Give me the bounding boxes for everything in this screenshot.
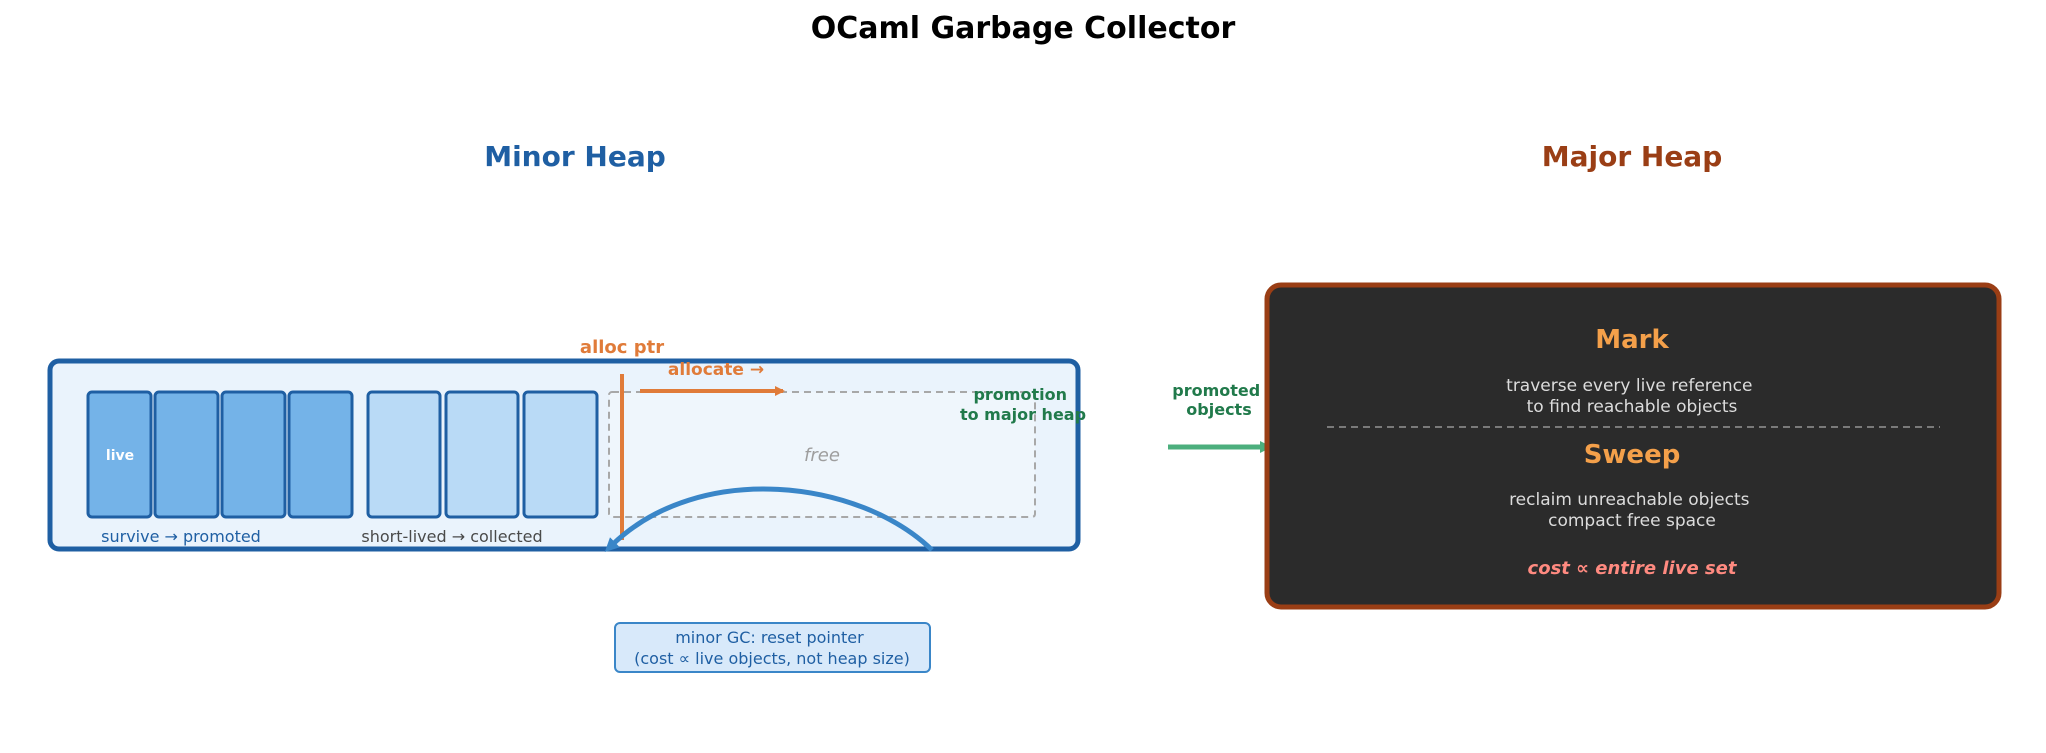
minor-heap-heading: Minor Heap	[484, 140, 666, 173]
sweep-description-line: reclaim unreachable objects	[1509, 490, 1750, 510]
page-title: OCaml Garbage Collector	[811, 11, 1236, 46]
gc-reset-arc	[604, 486, 934, 552]
promotion-label: promotion to major heap	[960, 385, 1086, 424]
minor-gc-note-line: minor GC: reset pointer	[675, 628, 864, 647]
short-lived-label: short-lived → collected	[361, 527, 542, 546]
minor-gc-note-box	[614, 622, 931, 673]
short-lived-blocks	[366, 390, 599, 519]
sweep-description: reclaim unreachable objects compact free…	[1509, 490, 1755, 531]
live-block	[153, 390, 220, 519]
live-label: live	[106, 448, 134, 464]
mark-description-line: traverse every live reference	[1506, 376, 1752, 396]
mark-title: Mark	[1595, 325, 1669, 355]
sweep-description-line: compact free space	[1548, 511, 1716, 531]
free-region	[608, 391, 1036, 518]
live-block	[86, 390, 153, 519]
allocate-label: allocate →	[668, 360, 764, 380]
live-block	[220, 390, 287, 519]
short-lived-block	[444, 390, 520, 519]
promotion-label-line: promotion	[973, 385, 1067, 404]
promotion-label-line: to major heap	[960, 405, 1086, 424]
major-heap-box	[1264, 282, 2002, 610]
free-label: free	[804, 445, 840, 466]
promoted-objects-label: promoted objects	[1172, 381, 1266, 419]
mark-description: traverse every live reference to find re…	[1506, 376, 1758, 417]
sweep-title: Sweep	[1584, 440, 1681, 470]
mark-description-line: to find reachable objects	[1527, 397, 1738, 417]
live-blocks	[86, 390, 354, 519]
cost-note: cost ∝ entire live set	[1528, 558, 1738, 579]
short-lived-block	[366, 390, 442, 519]
alloc-ptr-label: alloc ptr	[580, 337, 664, 358]
live-block	[287, 390, 354, 519]
minor-gc-note-line: (cost ∝ live objects, not heap size)	[634, 649, 910, 668]
short-lived-block	[522, 390, 599, 519]
minor-gc-note: minor GC: reset pointer (cost ∝ live obj…	[634, 628, 910, 668]
major-heap-heading: Major Heap	[1542, 140, 1723, 173]
promoted-objects-line: objects	[1186, 400, 1251, 419]
survive-label: survive → promoted	[101, 527, 261, 546]
promoted-objects-line: promoted	[1172, 381, 1260, 400]
